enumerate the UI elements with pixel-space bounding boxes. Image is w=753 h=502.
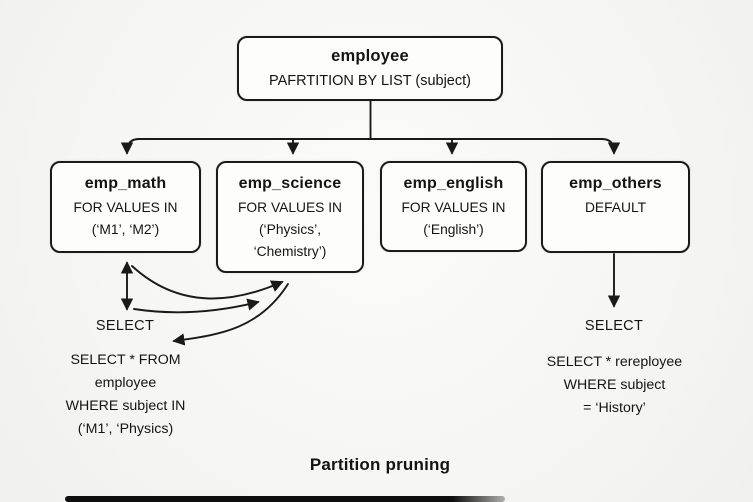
partition-values-line: (‘English’): [423, 222, 484, 237]
left-query-line: WHERE subject IN: [65, 398, 186, 414]
partition-values-line: (‘M1’, ‘M2’): [91, 222, 160, 237]
partition-clause-line: FOR VALUES IN: [237, 200, 342, 215]
curve-arrow-select-to-science-lower: [133, 298, 260, 314]
partition-box-emp-english: emp_english FOR VALUES IN (‘English’): [380, 161, 527, 252]
root-partition-clause: PAFRTITION BY LIST (subject): [269, 73, 471, 89]
partition-title: emp_science: [238, 175, 342, 192]
right-query-line: SELECT * rereployee: [546, 354, 683, 370]
curve-arrow-science-to-query: [172, 283, 289, 346]
partition-box-emp-science: emp_science FOR VALUES IN (‘Physics’, ‘C…: [216, 161, 364, 273]
partition-title: emp_math: [84, 175, 167, 192]
right-query-line: = ‘History’: [583, 400, 646, 416]
partition-title: emp_english: [403, 175, 504, 192]
right-query-text: SELECT * rereployee WHERE subject = ‘His…: [527, 351, 702, 420]
right-query-line: WHERE subject: [563, 377, 666, 393]
partition-title: emp_others: [569, 175, 662, 192]
left-select-label: SELECT: [95, 318, 155, 334]
partition-clause-line: FOR VALUES IN: [73, 200, 178, 215]
root-table-name: employee: [331, 47, 409, 65]
partition-clause-line: DEFAULT: [584, 200, 647, 215]
bottom-edge-bar: [65, 496, 505, 502]
partition-clause-line: FOR VALUES IN: [401, 200, 506, 215]
partition-values-line: (‘Physics’,: [258, 222, 322, 237]
root-table-box: employee PAFRTITION BY LIST (subject): [237, 36, 503, 101]
partition-box-emp-math: emp_math FOR VALUES IN (‘M1’, ‘M2’): [50, 161, 201, 253]
left-query-line: SELECT * FROM: [70, 352, 181, 368]
diagram-caption: Partition pruning: [309, 455, 451, 474]
right-select-label: SELECT: [584, 318, 644, 334]
tree-bus-line: [126, 138, 615, 153]
partition-box-emp-others: emp_others DEFAULT: [541, 161, 690, 253]
partition-values-line: ‘Chemistry’): [253, 244, 327, 259]
left-query-line: employee: [94, 375, 157, 391]
left-query-line: (‘M1’, ‘Physics): [77, 421, 174, 437]
left-query-text: SELECT * FROM employee WHERE subject IN …: [33, 349, 218, 441]
